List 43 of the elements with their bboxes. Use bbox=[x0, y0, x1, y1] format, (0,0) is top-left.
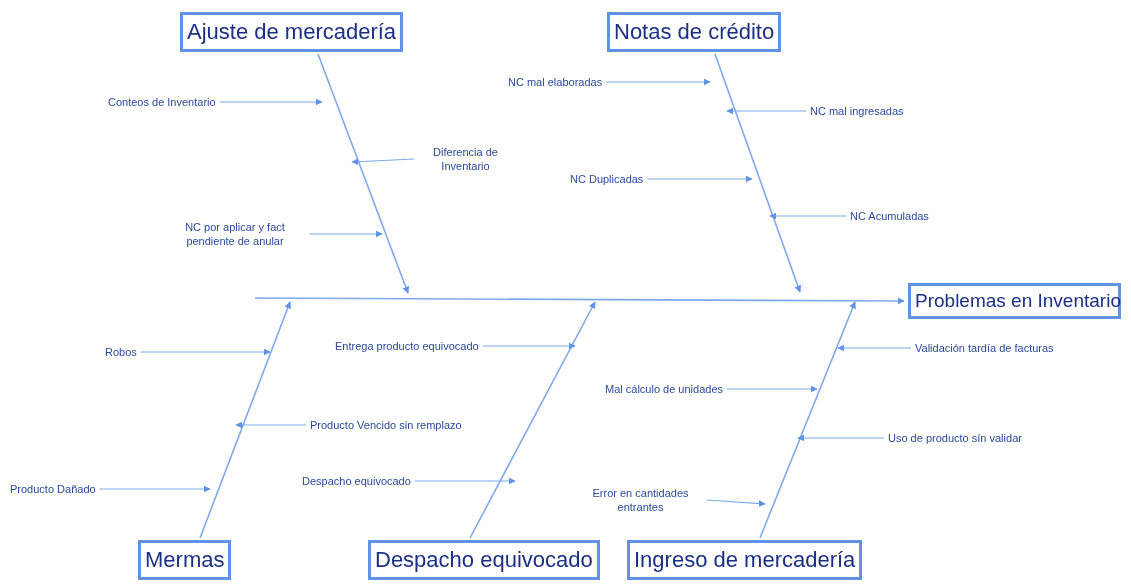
category-box: Despacho equivocado bbox=[368, 540, 600, 580]
bone-arrow bbox=[714, 53, 802, 293]
cause-arrow bbox=[308, 230, 383, 238]
category-box: Ingreso de mercadería bbox=[627, 540, 863, 580]
cause-arrow bbox=[414, 477, 516, 485]
cause-arrow bbox=[219, 98, 323, 106]
cause-arrow bbox=[351, 158, 415, 166]
cause-arrow bbox=[235, 421, 307, 429]
cause-arrow bbox=[769, 212, 847, 220]
cause-text: Robos bbox=[105, 345, 137, 359]
cause-arrow bbox=[605, 78, 711, 86]
cause-arrow bbox=[706, 499, 766, 508]
cause-text: Validación tardía de facturas bbox=[915, 341, 1054, 355]
cause-text: Producto Dañado bbox=[10, 482, 96, 496]
cause-arrow bbox=[726, 107, 807, 115]
cause-arrow bbox=[99, 485, 211, 493]
cause-arrow bbox=[797, 434, 885, 442]
cause-text: Producto Vencido sin remplazo bbox=[310, 418, 462, 432]
cause-arrow bbox=[140, 348, 271, 356]
category-box: Ajuste de mercadería bbox=[180, 12, 404, 52]
category-box: Mermas bbox=[138, 540, 232, 580]
cause-text: Uso de producto sín validar bbox=[888, 431, 1022, 445]
cause-text: NC Duplicadas bbox=[570, 172, 644, 186]
cause-text: NC Acumuladas bbox=[850, 209, 929, 223]
category-box: Notas de crédito bbox=[607, 12, 782, 52]
bone-arrow bbox=[317, 53, 410, 294]
cause-text: Conteos de Inventario bbox=[108, 95, 216, 109]
cause-text: Entrega producto equivocado bbox=[335, 339, 479, 353]
cause-arrow bbox=[837, 344, 912, 352]
bone-arrow bbox=[469, 301, 596, 539]
cause-text: Mal cálculo de unidades bbox=[605, 382, 724, 396]
cause-arrow bbox=[726, 385, 818, 393]
spine-arrow bbox=[254, 297, 905, 305]
cause-text: Error en cantidades entrantes bbox=[578, 486, 703, 514]
cause-text: NC mal elaboradas bbox=[508, 75, 603, 89]
cause-text: NC mal ingresadas bbox=[810, 104, 904, 118]
cause-text: Despacho equivocado bbox=[302, 474, 411, 488]
cause-arrow bbox=[482, 342, 576, 350]
cause-arrow bbox=[646, 175, 753, 183]
bone-arrow bbox=[199, 301, 292, 539]
cause-text: NC por aplicar y fact pendiente de anular bbox=[165, 220, 305, 248]
cause-text: Diferencia de Inventario bbox=[418, 145, 513, 173]
bone-arrow bbox=[759, 301, 856, 539]
